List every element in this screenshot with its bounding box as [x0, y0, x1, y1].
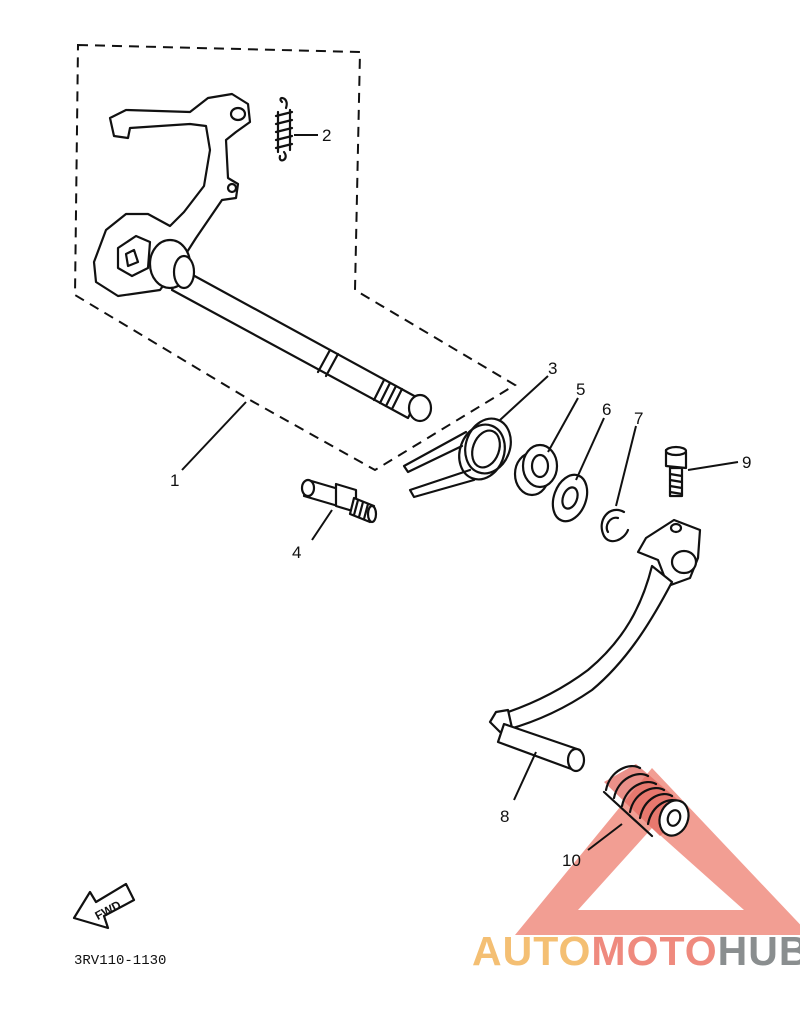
part-circlip: [600, 508, 630, 543]
callout-2: 2: [322, 126, 331, 145]
leader-lines: [181, 134, 739, 851]
callout-3: 3: [548, 359, 557, 378]
assembly-boundary: [73, 43, 517, 472]
callout-6: 6: [602, 400, 611, 419]
callout-1: 1: [170, 471, 179, 490]
part-bolt: [664, 445, 688, 498]
part-bushing: [513, 443, 559, 497]
part-spring: [274, 97, 294, 162]
callout-10: 10: [562, 851, 581, 870]
callout-5: 5: [576, 380, 585, 399]
watermark-part1: AUTO: [472, 928, 592, 974]
part-shift-pedal: [488, 518, 702, 773]
callout-7: 7: [634, 409, 643, 428]
watermark-logo: AUTOMOTOHUB: [472, 928, 800, 975]
part-torsion-spring: [402, 417, 512, 499]
watermark-part2: MOTO: [591, 928, 718, 974]
part-rubber: [602, 764, 690, 838]
callout-8: 8: [500, 807, 509, 826]
watermark-triangle: [515, 768, 800, 935]
part-shift-shaft: [92, 92, 433, 423]
fwd-arrow-icon: FWD: [72, 882, 136, 930]
watermark-part3: HUB: [717, 928, 800, 974]
part-code: 3RV110-1130: [74, 953, 166, 969]
part-stud-bolt: [300, 478, 378, 524]
callout-9: 9: [742, 453, 751, 472]
callout-4: 4: [292, 543, 301, 562]
